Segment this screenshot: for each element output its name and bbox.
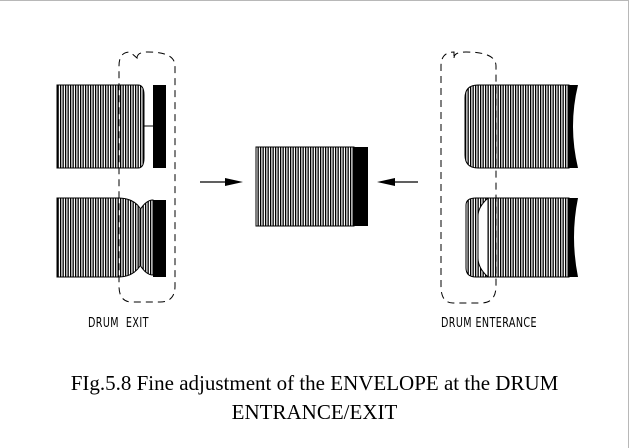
left-bottom-drum (56, 197, 166, 278)
caption-line-2: ENTRANCE/EXIT (231, 400, 398, 424)
right-dashed-bracket (440, 51, 497, 304)
right-arrow (377, 178, 418, 186)
left-top-drum (56, 84, 166, 169)
left-dashed-bracket (118, 51, 176, 303)
left-arrow (200, 178, 243, 186)
right-top-drum (464, 84, 578, 169)
right-bottom-drum (465, 197, 578, 278)
center-drum (255, 146, 368, 227)
drum-entrance-label: DRUM ENTERANCE (441, 316, 538, 331)
drum-exit-label: DRUM EXIT (88, 316, 149, 331)
caption-line-1: FIg.5.8 Fine adjustment of the ENVELOPE … (70, 371, 559, 395)
figure-caption: FIg.5.8 Fine adjustment of the ENVELOPE … (0, 369, 629, 427)
